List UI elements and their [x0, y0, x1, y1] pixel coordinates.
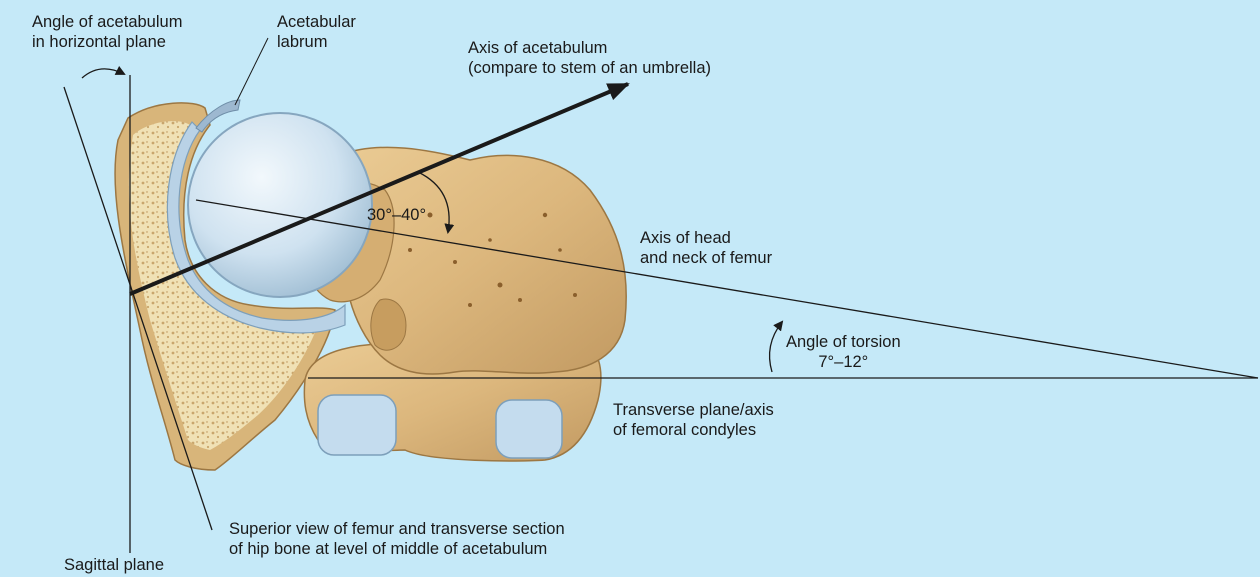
angle-range-label: 30°–40° [367, 205, 426, 225]
sagittal-plane-label: Sagittal plane [64, 555, 164, 575]
labrum-leader-line [235, 38, 268, 105]
head-neck-axis-label: Axis of head and neck of femur [640, 228, 772, 268]
torsion-angle-arc [770, 322, 782, 372]
labrum-label: Acetabular labrum [277, 12, 356, 52]
acetabulum-axis-label: Axis of acetabulum (compare to stem of a… [468, 38, 711, 78]
lateral-condyle-cartilage [318, 395, 396, 455]
acetabulum-angle-arc [82, 69, 124, 78]
acetabulum-angle-label: Angle of acetabulum in horizontal plane [32, 12, 182, 52]
torsion-label: Angle of torsion 7°–12° [786, 332, 901, 372]
transverse-axis-label: Transverse plane/axis of femoral condyle… [613, 400, 774, 440]
lesser-trochanter [371, 299, 406, 350]
figure-caption: Superior view of femur and transverse se… [229, 519, 565, 559]
medial-condyle-cartilage [496, 400, 562, 458]
